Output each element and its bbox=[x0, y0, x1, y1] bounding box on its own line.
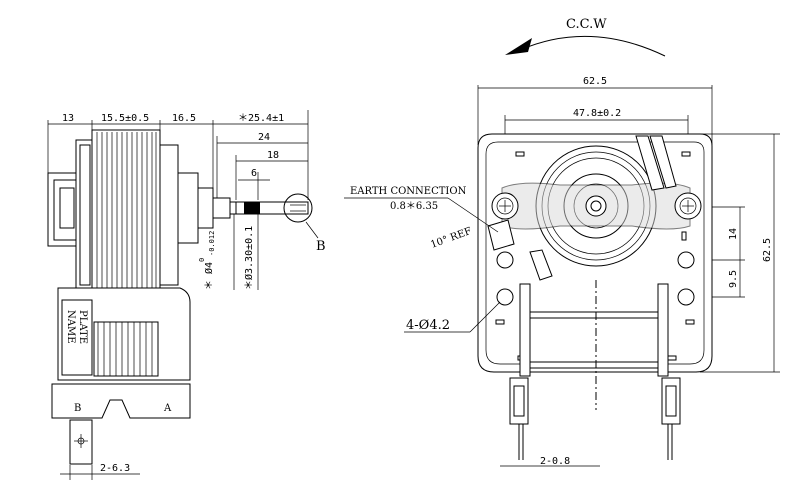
shaft-dia-label: ＊ Ø4 bbox=[203, 262, 215, 290]
dim-14: 14 bbox=[728, 228, 739, 240]
dim-6: 6 bbox=[251, 168, 257, 179]
detail-b-callout: B bbox=[283, 193, 326, 254]
dim-18: 18 bbox=[267, 150, 279, 161]
side-motor-body: NAME PLATE B A 2-6.3 bbox=[47, 129, 309, 480]
front-terminals: 2-0.8 bbox=[500, 377, 681, 467]
dim-24: 24 bbox=[258, 132, 270, 143]
dim-13: 13 bbox=[62, 113, 74, 124]
front-terminal-dim: 2-0.8 bbox=[540, 456, 570, 467]
hole-lower-right-2 bbox=[677, 288, 695, 306]
side-view: 13 15.5±0.5 16.5 ＊25.4±1 24 18 6 bbox=[47, 110, 326, 480]
rotation-arrow: C.C.W bbox=[505, 17, 666, 57]
shaft-tol-lower: -0.012 bbox=[208, 231, 216, 256]
flat-dia-label: ＊Ø3.30±0.1 bbox=[243, 226, 255, 290]
front-view: C.C.W 62.5 47.8±0.2 62.5 14 9.5 bbox=[344, 17, 780, 467]
width-total: 62.5 bbox=[583, 76, 607, 87]
ref-angle-label: 10° REF bbox=[429, 226, 473, 251]
shaft-tol-upper: 0 bbox=[198, 258, 206, 262]
earth-connection-size: 0.8＊6.35 bbox=[390, 201, 438, 212]
name-plate-label-1: NAME bbox=[65, 310, 76, 344]
dim-15-5: 15.5±0.5 bbox=[101, 113, 149, 124]
mount-screw-right bbox=[674, 192, 702, 220]
side-top-dimensions: 13 15.5±0.5 16.5 ＊25.4±1 24 18 6 bbox=[47, 110, 309, 200]
hole-lower-left-1 bbox=[496, 251, 514, 269]
dim-16-5: 16.5 bbox=[172, 113, 196, 124]
earth-connection-callout: EARTH CONNECTION 0.8＊6.35 10° REF bbox=[344, 186, 499, 251]
holes-label: 4-Ø4.2 bbox=[406, 318, 450, 333]
dim-25-4: ＊25.4±1 bbox=[238, 113, 284, 124]
holes-callout: 4-Ø4.2 bbox=[404, 301, 501, 333]
rotation-label: C.C.W bbox=[566, 17, 607, 32]
name-plate-label-2: PLATE bbox=[77, 310, 88, 344]
mount-screw-left bbox=[491, 192, 519, 220]
dim-9-5: 9.5 bbox=[728, 270, 739, 288]
hole-lower-right-1 bbox=[677, 251, 695, 269]
hole-lower-left-2 bbox=[496, 288, 514, 306]
side-terminal-dim: 2-6.3 bbox=[100, 463, 130, 474]
terminal-b-label: B bbox=[74, 403, 81, 414]
detail-b-label: B bbox=[316, 239, 326, 254]
height-total: 62.5 bbox=[762, 238, 773, 262]
terminal-a-label: A bbox=[163, 403, 172, 414]
earth-connection-label: EARTH CONNECTION bbox=[350, 186, 467, 197]
hole-spacing: 47.8±0.2 bbox=[573, 108, 621, 119]
coil-bobbin bbox=[519, 280, 669, 410]
